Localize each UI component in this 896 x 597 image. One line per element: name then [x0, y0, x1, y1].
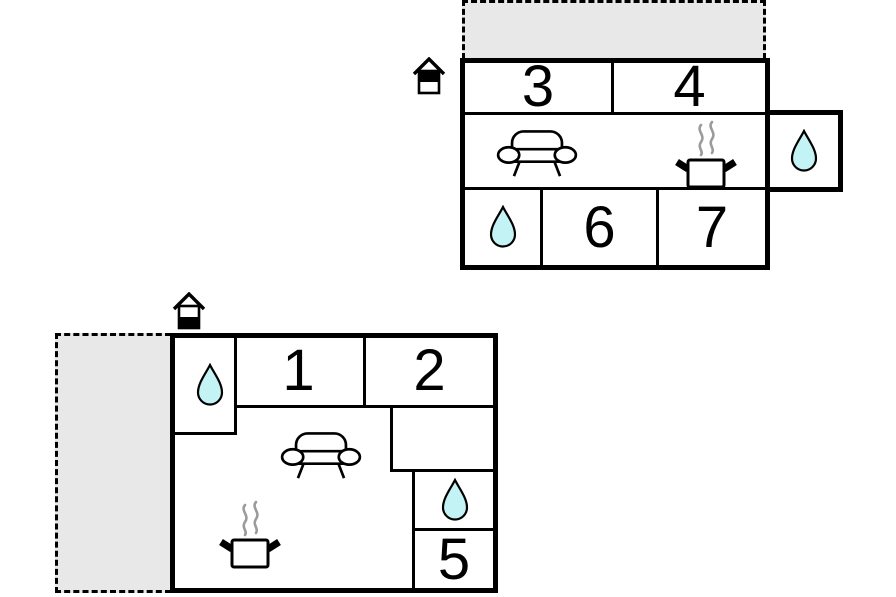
pot-body [686, 158, 726, 189]
sofa-icon [280, 432, 362, 479]
water-drop-icon [196, 363, 224, 406]
water-drop-icon [790, 129, 818, 172]
storey-indicator-ground-icon [172, 292, 206, 330]
water-drop-shape [196, 363, 224, 406]
wall-upper-toprow-bottom [465, 112, 765, 115]
upper-storey-band [419, 71, 439, 82]
sofa-arm [496, 145, 521, 164]
pot-handle [266, 539, 281, 552]
wall-room6-room7-divider [656, 190, 659, 265]
wall-rooms12-bottom [237, 405, 493, 408]
pot-handle [675, 159, 690, 172]
ground-storey-band [179, 317, 199, 328]
water-drop-shape [441, 478, 469, 521]
room-6-label: 6 [583, 194, 616, 260]
water-drop-shape [489, 205, 517, 248]
terrace-lower [55, 333, 171, 593]
house-roof [412, 57, 446, 76]
pot-handle [722, 159, 737, 172]
steam-icon [253, 500, 259, 535]
storey-indicator-upper-icon [412, 57, 446, 95]
wall-room3-room4-divider [611, 63, 614, 112]
sofa-arm [337, 447, 362, 466]
sofa-arm [553, 145, 578, 164]
cooking-pot-icon [219, 500, 281, 569]
room-7-label: 7 [695, 194, 729, 260]
steam-icon [698, 123, 704, 157]
pot-handle [219, 539, 234, 552]
wall-bath-room6-divider [540, 190, 543, 265]
wall-store-left [390, 408, 393, 469]
water-drop-icon [489, 205, 517, 248]
sofa-arm [280, 447, 305, 466]
bathroom-annex-upper [765, 110, 843, 192]
room-4-label: 4 [673, 53, 706, 119]
wall-bath-nw-right [234, 338, 237, 435]
wall-room1-room2-divider [363, 338, 366, 405]
sofa-icon [496, 130, 578, 177]
room-5-label: 5 [437, 526, 471, 592]
wall-store-bottom [390, 469, 493, 472]
steam-icon [709, 120, 715, 155]
terrace-upper [462, 0, 766, 59]
cooking-pot-icon [675, 120, 737, 189]
water-drop-shape [790, 129, 818, 172]
wall-upper-midrow-bottom [465, 187, 765, 190]
wall-bath-se-bottom [412, 528, 493, 531]
house-roof [172, 292, 206, 311]
room-2-label: 2 [413, 337, 446, 403]
room-1-label: 1 [282, 337, 315, 403]
water-drop-icon [441, 478, 469, 521]
room-3-label: 3 [521, 53, 555, 119]
pot-body [230, 538, 270, 569]
wall-bath-nw-bottom [175, 432, 237, 435]
steam-icon [242, 503, 248, 537]
